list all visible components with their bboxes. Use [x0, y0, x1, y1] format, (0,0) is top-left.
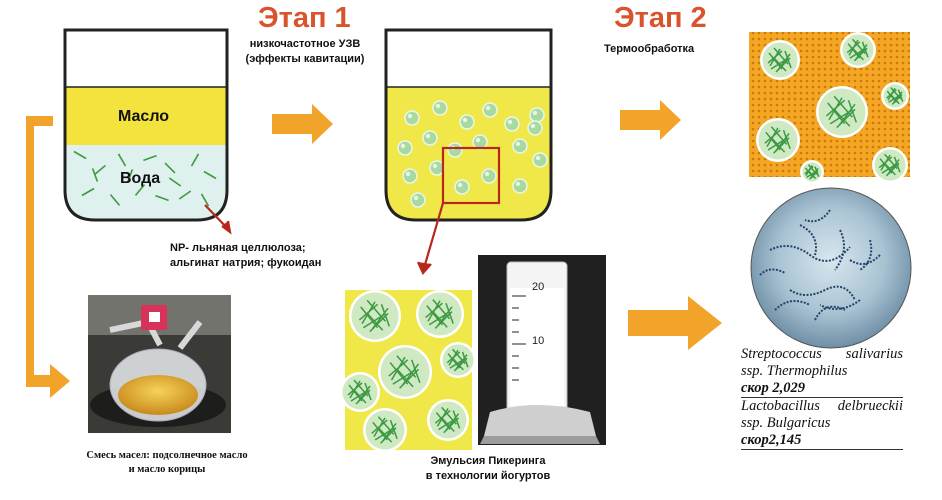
fiber	[168, 177, 182, 187]
oil-label: Масло	[118, 108, 170, 125]
bacteria-chain	[834, 229, 845, 271]
bacteria-chain	[819, 299, 861, 310]
emulsion-droplet	[402, 168, 418, 184]
emulsion-droplet	[397, 140, 413, 156]
stage-2-title: Этап 2	[614, 2, 707, 34]
gel-droplets	[756, 32, 909, 184]
fiber	[203, 170, 217, 180]
emulsion-droplet	[404, 110, 420, 126]
bacteria-chain	[859, 239, 873, 271]
fiber	[178, 190, 192, 200]
beaker-oil-water	[63, 28, 229, 222]
emulsion-droplet	[481, 168, 497, 184]
process-arrows	[26, 100, 722, 398]
species-2-score: скор2,145	[741, 432, 903, 450]
bacteria-chain	[804, 209, 831, 223]
fiber	[190, 153, 200, 167]
fiber	[81, 187, 95, 197]
emulsion-droplet	[410, 192, 426, 208]
stage-1-note-line1: низкочастотное УЗВ	[249, 38, 361, 50]
emulsion-droplet	[512, 178, 528, 194]
stage-1-title: Этап 1	[258, 2, 351, 34]
particles-note: NP- льняная целлюлоза; альгинат натрия; …	[170, 241, 356, 271]
cylinder-tick-10: 10	[532, 335, 544, 347]
emulsion-droplet	[512, 138, 528, 154]
fiber	[117, 153, 127, 167]
flask-caption-line2: и масло корицы	[128, 464, 206, 475]
zoom-box	[441, 146, 501, 205]
bacteria-chain	[849, 254, 881, 265]
stage-2-note: Термообработка	[604, 43, 695, 55]
fiber	[94, 164, 106, 176]
water-label: Вода	[120, 170, 161, 187]
oil-layer	[65, 87, 227, 145]
fiber	[143, 154, 157, 162]
species-1-name: Streptococcus salivar­ius ssp. Thermophi…	[741, 346, 903, 379]
bacteria-chain	[774, 300, 811, 311]
emulsion-closeup	[340, 290, 476, 452]
bacteria-chain	[814, 305, 846, 321]
fiber	[200, 193, 210, 207]
fiber	[155, 194, 169, 202]
fiber	[126, 169, 134, 183]
emulsion-droplet	[422, 130, 438, 146]
fiber	[91, 168, 99, 182]
arrow-to-microscope	[628, 296, 722, 350]
emulsion-droplet	[532, 152, 548, 168]
stage-1-note-line2: (эффекты кавитации)	[245, 53, 365, 65]
emulsion-droplet	[504, 116, 520, 132]
fiber	[134, 184, 146, 196]
microscope-image	[750, 187, 912, 349]
emulsion-droplet	[432, 100, 448, 116]
arrow-to-flask	[26, 116, 70, 398]
bacteria-chain	[759, 268, 786, 276]
fiber	[164, 162, 176, 174]
emulsion-layer	[386, 87, 551, 220]
emulsion-droplet	[454, 179, 470, 195]
bacteria-chains	[759, 209, 881, 321]
cylinder-tick-20: 20	[532, 281, 544, 293]
cellulose-fibers	[73, 150, 217, 207]
arrow-stage1	[272, 104, 333, 144]
cylinder-photo: 20 10	[478, 255, 606, 445]
heat-treated-gel	[749, 32, 910, 184]
flask-caption: Смесь масел: подсолнечное масло и масло …	[62, 449, 272, 477]
bacteria-chain	[789, 285, 856, 301]
emulsion-caption-line1: Эмульсия Пикеринга	[430, 455, 546, 467]
flask-caption-line1: Смесь масел: подсолнечное масло	[86, 450, 248, 461]
species-1-score: скор 2,029	[741, 380, 903, 398]
red-arrows	[204, 202, 445, 275]
emulsion-droplet	[459, 114, 475, 130]
stage-1-note: низкочастотное УЗВ (эффекты кавитации)	[238, 37, 372, 67]
species-list: Streptococcus salivar­ius ssp. Thermophi…	[741, 346, 903, 450]
bacteria-chain	[769, 245, 851, 262]
emulsion-droplet	[482, 102, 498, 118]
water-layer	[65, 145, 227, 220]
emulsion-caption-line2: в технологии йогуртов	[425, 470, 551, 482]
flask-photo	[88, 295, 231, 433]
fiber	[109, 194, 121, 206]
bacteria-chain	[799, 224, 817, 256]
cylinder-graduations	[512, 295, 526, 381]
closeup-droplets	[340, 290, 476, 452]
emulsion-droplet	[529, 107, 545, 123]
emulsion-droplet	[472, 134, 488, 150]
particles-note-line2: альгинат натрия; фукоидан	[170, 257, 322, 269]
arrow-stage2	[620, 100, 681, 140]
emulsion-droplet	[527, 120, 543, 136]
emulsion-droplets	[397, 100, 548, 208]
emulsion-droplet	[447, 142, 463, 158]
emulsion-caption: Эмульсия Пикеринга в технологии йогуртов	[408, 454, 568, 484]
species-2-name: Lactobacillus del­brueckii ssp. Bulgar­i…	[741, 398, 903, 431]
fiber	[73, 150, 87, 160]
emulsion-droplet	[429, 160, 445, 176]
particles-note-line1: NP- льняная целлюлоза;	[170, 242, 306, 254]
beaker-emulsion	[384, 28, 553, 222]
